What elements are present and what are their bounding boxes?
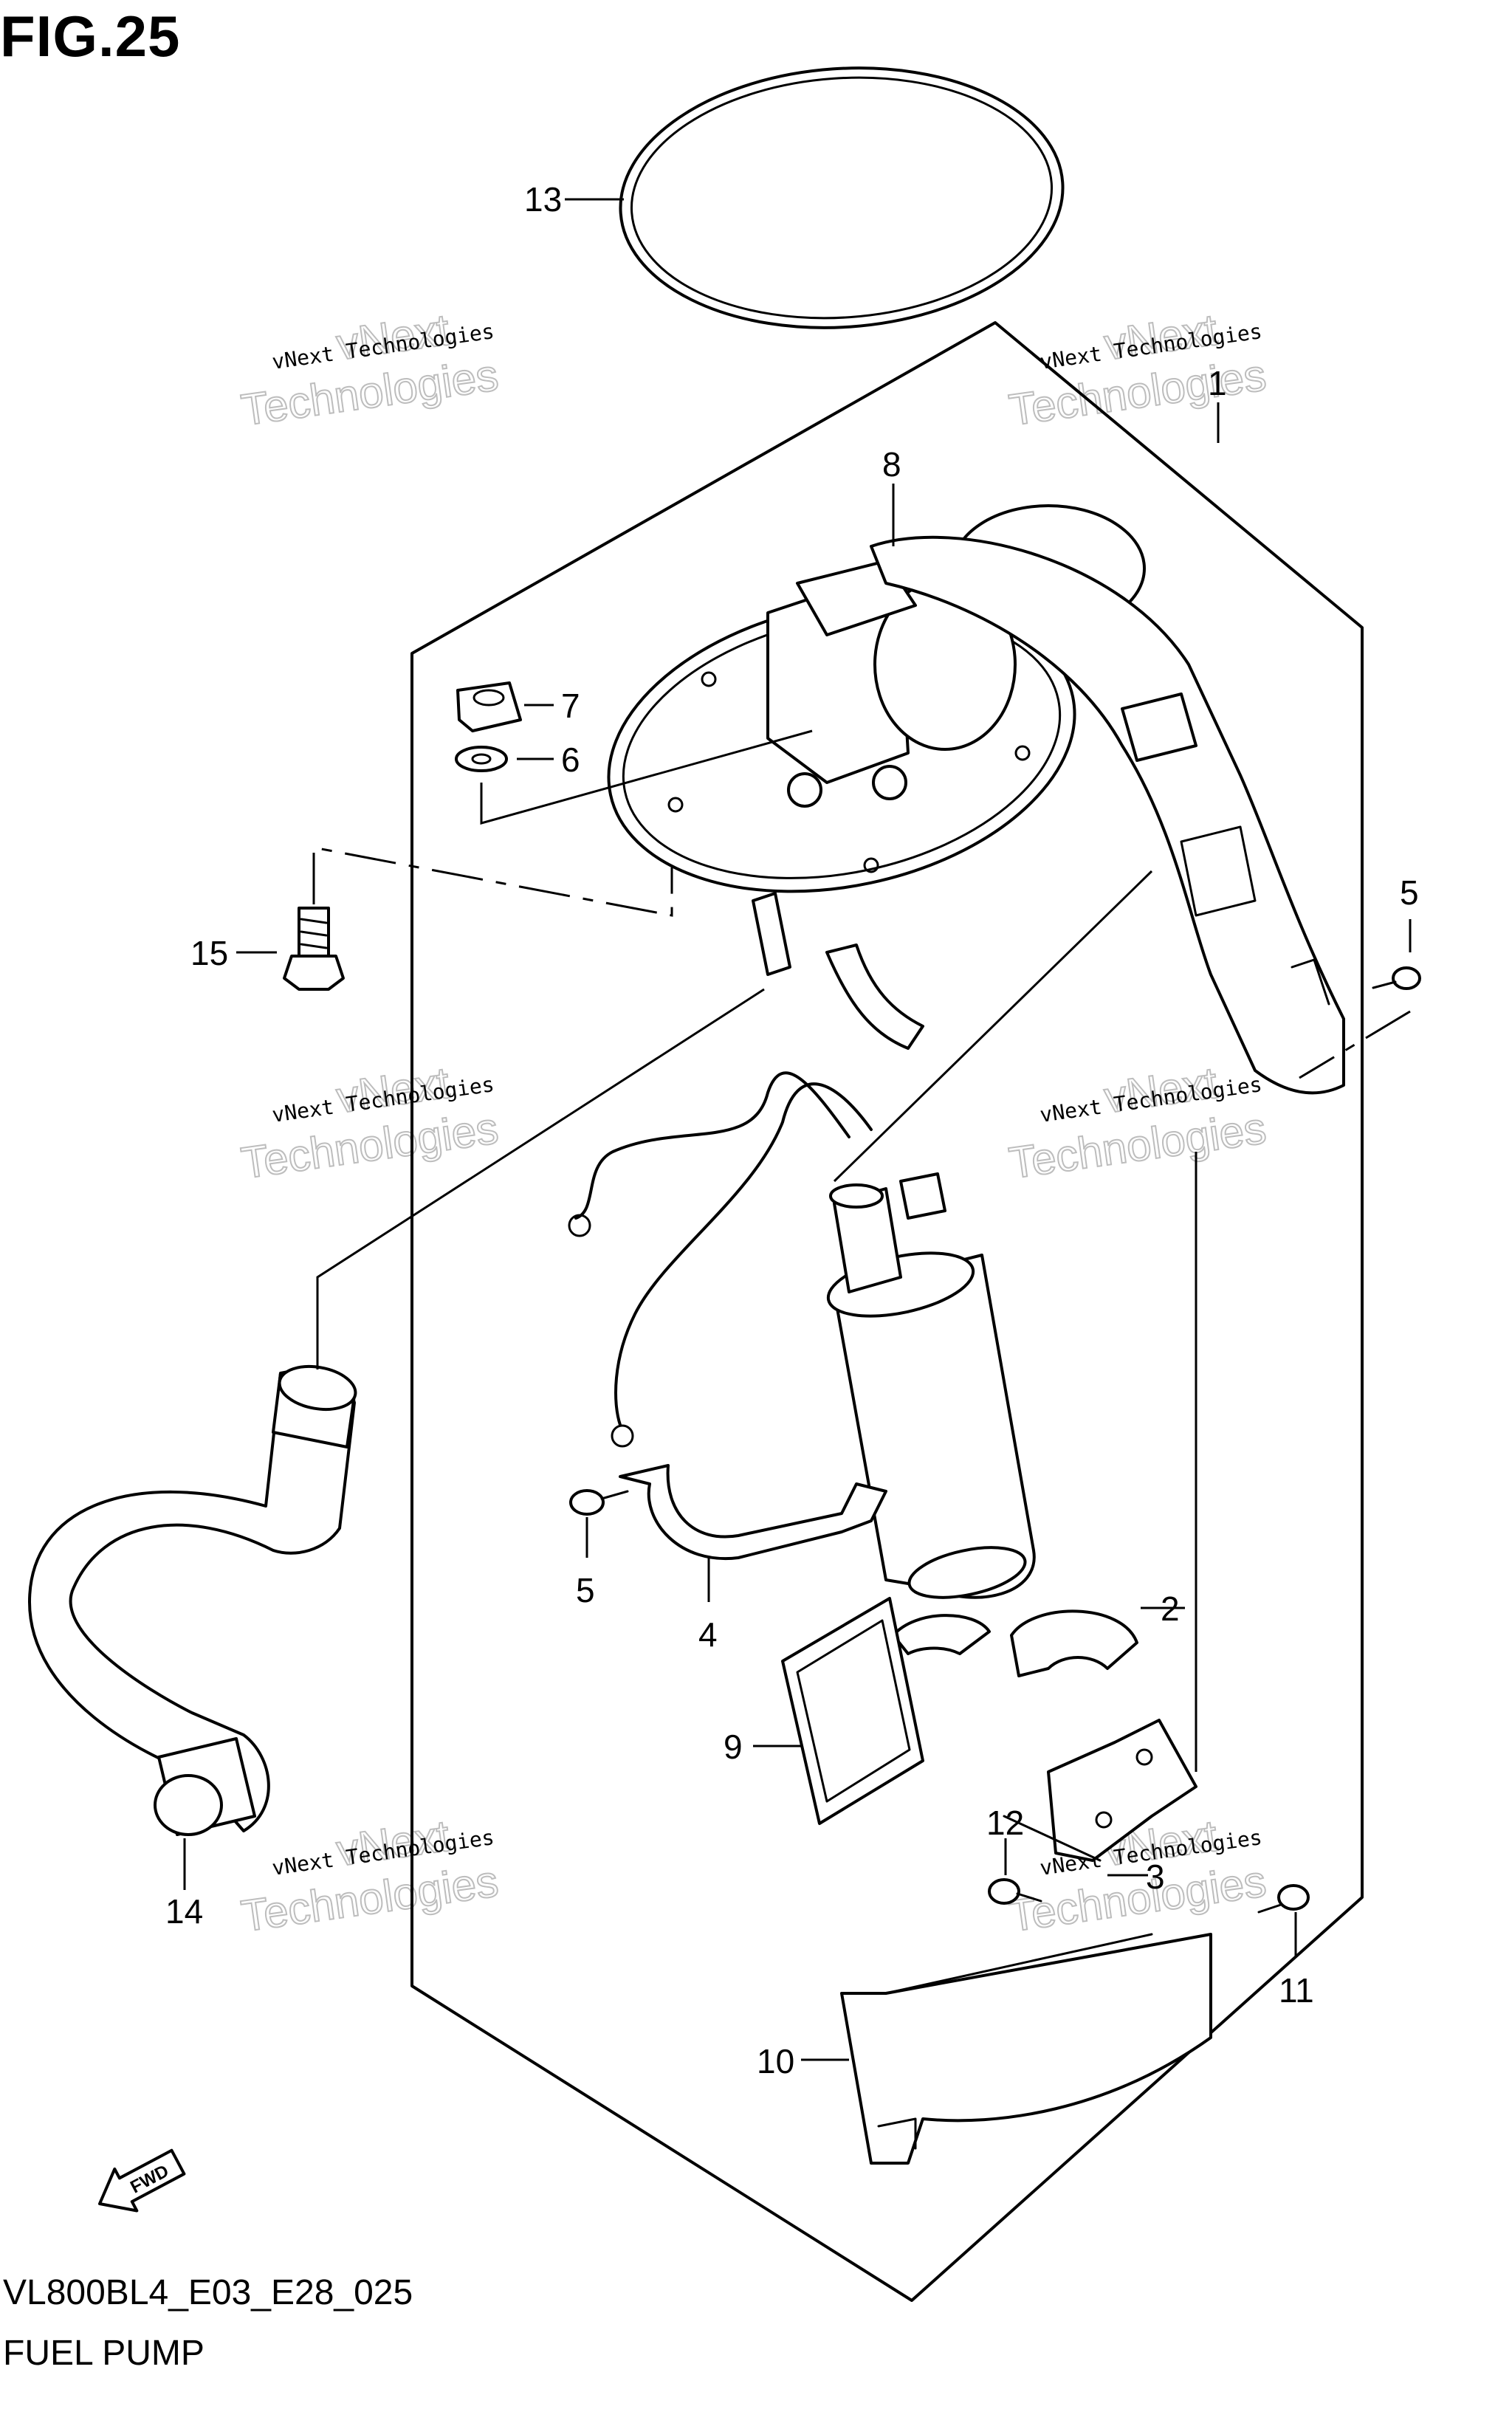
screw [1372, 966, 1421, 990]
watermark-block: vNext vNext Technologies Technologies [1006, 304, 1270, 436]
washer [455, 746, 508, 772]
guide-line [833, 870, 1153, 1183]
fuel-hose [28, 1364, 357, 1836]
figure-code: VL800BL4_E03_E28_025 [3, 2273, 413, 2312]
leader-14-hose [316, 988, 765, 1369]
fuel-outlet-pipe [752, 892, 924, 1050]
watermark-block: vNext vNext Technologies Technologies [238, 1810, 502, 1942]
callout-7: 7 [561, 687, 580, 725]
pump-clamp [619, 1464, 887, 1561]
sender-bracket [1047, 1719, 1197, 1862]
watermark-block: vNext vNext Technologies Technologies [238, 304, 502, 436]
assembly-boundary [410, 321, 1364, 2302]
watermark-block: vNext vNext Technologies Technologies [238, 1057, 502, 1189]
screw [1257, 1884, 1310, 1914]
leader-15 [312, 846, 673, 917]
screw [569, 1489, 629, 1516]
hose-bracket [870, 535, 1345, 1095]
callout-4: 4 [698, 1615, 718, 1654]
watermark-block: vNext vNext Technologies Technologies [1006, 1057, 1270, 1189]
callout-10: 10 [757, 2042, 794, 2080]
guide-line [1003, 1815, 1102, 1862]
callout-12: 12 [986, 1804, 1024, 1842]
callout-13: 13 [524, 180, 562, 219]
figure-name: FUEL PUMP [3, 2334, 205, 2373]
callout-5-right: 5 [1400, 873, 1419, 912]
callout-6: 6 [561, 740, 580, 779]
callout-2: 2 [1161, 1589, 1180, 1628]
callout-3: 3 [1146, 1857, 1165, 1896]
callout-1: 1 [1208, 364, 1227, 402]
nut [456, 681, 522, 732]
fuel-filter [781, 1597, 924, 1825]
wiring-harness [568, 1071, 873, 1448]
fuel-pump-motor [826, 1172, 1036, 1599]
screw [988, 1878, 1042, 1905]
level-gauge-guard [840, 1933, 1212, 2165]
callout-8: 8 [882, 445, 901, 484]
callout-15: 15 [190, 934, 228, 972]
leader-5-right-dash [1299, 1010, 1411, 1079]
o-ring [619, 66, 1065, 329]
figure-title: FIG.25 [0, 4, 181, 69]
pump-holder [892, 1609, 1138, 1677]
callout-9: 9 [724, 1728, 743, 1766]
bolt [283, 907, 345, 991]
callout-11: 11 [1279, 1971, 1314, 2010]
callout-14: 14 [165, 1892, 203, 1931]
fwd-arrow-icon: FWD [98, 2148, 186, 2213]
leader-6-7 [480, 729, 813, 825]
callout-5-left: 5 [576, 1571, 595, 1609]
callout-labels: 13 1 8 7 6 15 5 5 4 2 9 12 3 11 10 14 [165, 180, 1419, 2080]
